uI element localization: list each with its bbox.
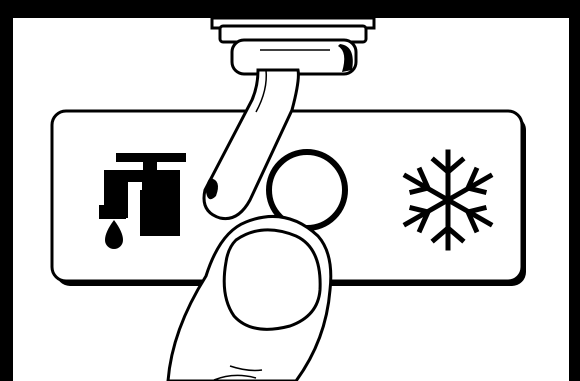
pivot-housing — [212, 18, 374, 74]
